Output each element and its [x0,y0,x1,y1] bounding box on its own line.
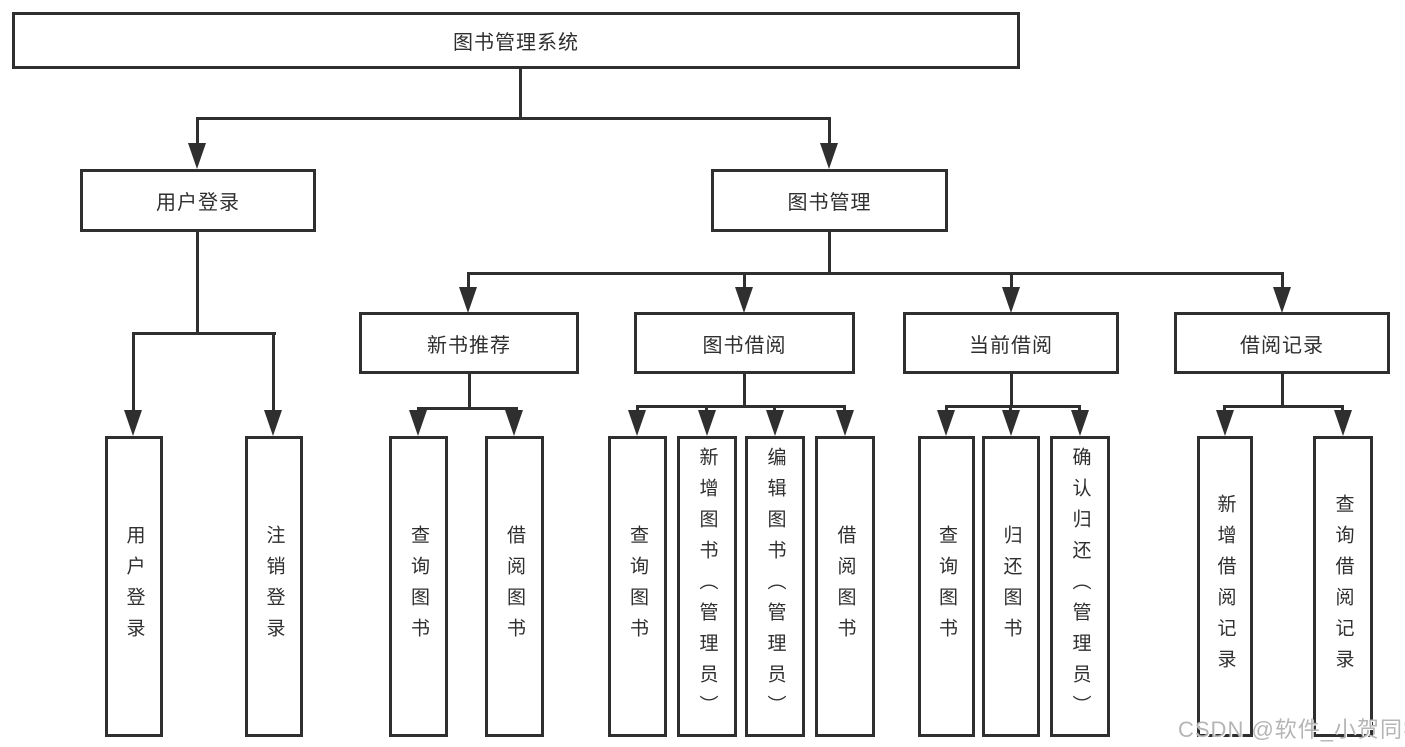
node-label: 新书推荐 [427,334,511,357]
arrow-down-icon [124,410,142,436]
node-label: 查询借阅记录 [1332,493,1354,680]
node-leaf-borrow-books-2: 借阅图书 [815,436,875,737]
connector-drop [467,272,470,295]
csdn-watermark: CSDN @软件_小贺同学 [1178,717,1405,742]
connector-section-stem [743,373,746,408]
node-leaf-edit-books-admin: 编辑图书（管理员） [745,436,805,737]
node-label: 新增图书（管理员） [696,447,718,726]
arrow-down-icon [1071,410,1089,436]
arrow-down-icon [628,410,646,436]
arrow-down-icon [1273,287,1291,313]
node-new-book-recommend: 新书推荐 [359,312,579,374]
node-leaf-query-books-1: 查询图书 [389,436,448,737]
node-leaf-confirm-return-admin: 确认归还（管理员） [1050,436,1110,737]
node-label: 编辑图书（管理员） [764,447,786,726]
node-leaf-query-books-2: 查询图书 [608,436,667,737]
node-label: 用户登录 [123,524,145,649]
node-label: 图书借阅 [702,334,787,357]
connector-login-drop [196,117,199,150]
arrow-down-icon [1216,410,1234,436]
arrow-down-icon [1002,287,1020,313]
node-label: 查询图书 [936,524,957,649]
arrow-down-icon [409,410,427,436]
node-book-borrowing: 图书借阅 [634,312,855,374]
node-leaf-user-login: 用户登录 [105,436,163,737]
arrow-down-icon [459,287,477,313]
node-borrowing-records: 借阅记录 [1174,312,1390,374]
arrow-down-icon [505,410,523,436]
node-label: 用户登录 [156,192,240,214]
node-label: 归还图书 [1000,524,1022,649]
connector-mgmt-stem [828,231,831,275]
arrow-down-icon [820,143,838,169]
connector-section-rail [1223,405,1344,408]
node-label: 借阅图书 [504,524,525,649]
node-label: 借阅图书 [834,524,856,649]
node-library-system: 图书管理系统 [12,12,1020,69]
arrow-down-icon [1334,410,1352,436]
node-current-borrowing: 当前借阅 [903,312,1119,374]
arrow-down-icon [264,410,282,436]
connector-login-rail [132,332,276,335]
arrow-down-icon [735,287,753,313]
node-leaf-query-books-3: 查询图书 [918,436,975,737]
node-user-login-branch: 用户登录 [80,169,316,232]
connector-drop [1281,272,1284,295]
connector-section-stem [1010,373,1013,408]
connector-level3-rail [467,272,1284,275]
connector-level2-rail [196,117,831,120]
arrow-down-icon [1002,410,1020,436]
connector-drop [743,272,746,295]
node-label: 确认归还（管理员） [1069,447,1091,726]
node-label: 当前借阅 [969,334,1053,357]
node-leaf-borrow-books-1: 借阅图书 [485,436,544,737]
connector-section-rail [417,407,518,410]
connector-section-rail [636,405,846,408]
node-label: 查询图书 [408,524,429,649]
node-leaf-add-books-admin: 新增图书（管理员） [677,436,737,737]
node-label: 注销登录 [263,524,285,649]
node-book-management-branch: 图书管理 [711,169,948,232]
node-label: 新增借阅记录 [1214,493,1236,680]
arrow-down-icon [188,143,206,169]
arrow-down-icon [698,410,716,436]
connector-drop [1010,272,1013,295]
node-leaf-logout: 注销登录 [245,436,303,737]
node-leaf-return-books: 归还图书 [982,436,1040,737]
node-label: 查询图书 [627,524,648,649]
connector-drop [272,332,275,416]
arrow-down-icon [766,410,784,436]
node-label: 借阅记录 [1240,334,1324,357]
connector-mgmt-drop [828,117,831,150]
connector-section-stem [1281,373,1284,408]
node-label: 图书管理 [787,192,872,214]
node-leaf-query-borrow-record: 查询借阅记录 [1313,436,1373,737]
connector-section-stem [468,373,471,410]
node-leaf-add-borrow-record: 新增借阅记录 [1197,436,1253,737]
node-label: 图书管理系统 [453,32,579,54]
connector-section-rail [945,405,1081,408]
connector-login-stem [196,231,199,335]
connector-drop [132,332,135,416]
arrow-down-icon [836,410,854,436]
connector-root-stem [519,67,522,119]
arrow-down-icon [937,410,955,436]
